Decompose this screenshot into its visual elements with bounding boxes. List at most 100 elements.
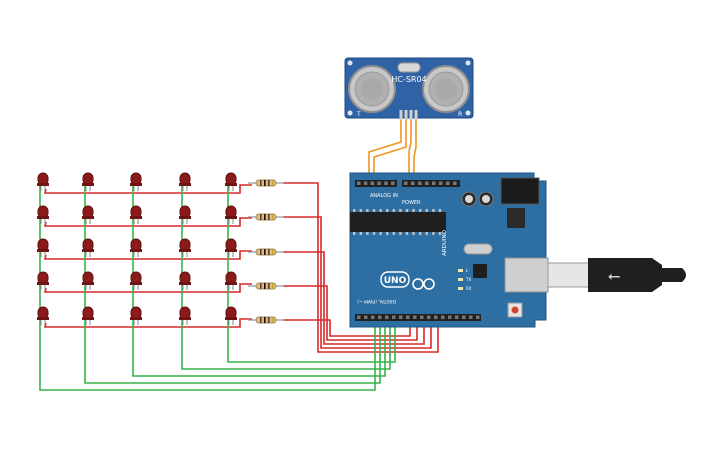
- header-pin-hole[interactable]: [455, 315, 459, 320]
- header-pin-hole[interactable]: [371, 315, 375, 320]
- led[interactable]: [179, 205, 191, 224]
- led[interactable]: [130, 205, 142, 224]
- header-pin-hole[interactable]: [469, 315, 473, 320]
- arduino-pcb: [349, 172, 547, 328]
- sensor-label: HC-SR04: [391, 75, 426, 84]
- header-pin-hole[interactable]: [413, 315, 417, 320]
- led[interactable]: [225, 172, 237, 191]
- header-pin-hole[interactable]: [476, 315, 480, 320]
- header-pin-hole[interactable]: [446, 181, 450, 186]
- resistor-to-pin-wire[interactable]: [283, 251, 425, 345]
- resistor-to-pin-wire[interactable]: [283, 319, 411, 337]
- capacitor-top: [482, 195, 490, 203]
- sensor-pin[interactable]: [414, 110, 418, 120]
- led[interactable]: [82, 172, 94, 191]
- header-pin-hole[interactable]: [448, 315, 452, 320]
- header-pin-hole[interactable]: [441, 315, 445, 320]
- led-base: [82, 216, 94, 219]
- sensor-wire[interactable]: [413, 118, 417, 183]
- column-wire[interactable]: [39, 186, 376, 391]
- header-pin-hole[interactable]: [411, 181, 415, 186]
- header-pin-hole[interactable]: [363, 181, 368, 186]
- header-pin-hole[interactable]: [462, 315, 466, 320]
- sensor-pin[interactable]: [399, 110, 403, 120]
- resistor-band: [264, 249, 266, 255]
- led[interactable]: [225, 306, 237, 325]
- sensor-wire[interactable]: [408, 118, 412, 183]
- header-pin-hole[interactable]: [418, 181, 422, 186]
- led[interactable]: [82, 271, 94, 290]
- header-pin-hole[interactable]: [453, 181, 457, 186]
- resistor[interactable]: [248, 316, 284, 324]
- header-pin-hole[interactable]: [370, 181, 375, 186]
- header-pin-hole[interactable]: [439, 181, 443, 186]
- led[interactable]: [37, 306, 49, 325]
- led[interactable]: [130, 306, 142, 325]
- led[interactable]: [37, 172, 49, 191]
- header-pin-hole[interactable]: [357, 315, 361, 320]
- resistor-to-pin-wire[interactable]: [283, 182, 439, 353]
- header-pin-hole[interactable]: [420, 315, 424, 320]
- header-pin-hole[interactable]: [391, 181, 395, 186]
- led-base: [179, 317, 191, 320]
- header-pin-hole[interactable]: [399, 315, 403, 320]
- led[interactable]: [130, 238, 142, 257]
- header-pin-hole[interactable]: [427, 315, 431, 320]
- led[interactable]: [179, 238, 191, 257]
- resistor-to-pin-wire[interactable]: [283, 216, 432, 349]
- resistor[interactable]: [248, 179, 284, 187]
- header-pin-hole[interactable]: [364, 315, 368, 320]
- led[interactable]: [179, 271, 191, 290]
- header-pin-hole[interactable]: [434, 315, 438, 320]
- sensor-pin[interactable]: [404, 110, 408, 120]
- header-pin-hole[interactable]: [425, 181, 429, 186]
- usb-chip: [473, 264, 487, 278]
- led[interactable]: [37, 238, 49, 257]
- header-pin-hole[interactable]: [377, 181, 381, 186]
- led[interactable]: [130, 271, 142, 290]
- led[interactable]: [82, 238, 94, 257]
- resistor-band: [260, 249, 262, 255]
- header-pin-hole[interactable]: [357, 181, 361, 186]
- receiver-transducer: [422, 65, 470, 113]
- header-pin-hole[interactable]: [406, 315, 410, 320]
- led[interactable]: [130, 172, 142, 191]
- header-pin-hole[interactable]: [378, 315, 382, 320]
- led-base: [130, 183, 142, 186]
- chip-leg: [392, 232, 395, 235]
- led[interactable]: [37, 271, 49, 290]
- sensor-pin[interactable]: [409, 110, 413, 120]
- led[interactable]: [225, 238, 237, 257]
- header-pin-hole[interactable]: [385, 315, 389, 320]
- resistor-band: [272, 283, 274, 289]
- ultrasonic-sensor[interactable]: HC-SR04 T R: [344, 57, 474, 120]
- led[interactable]: [82, 205, 94, 224]
- status-led: [458, 278, 463, 281]
- chip-leg: [419, 232, 422, 235]
- resistor[interactable]: [248, 248, 284, 256]
- led[interactable]: [225, 205, 237, 224]
- resistor-band: [268, 317, 270, 323]
- header-pin-hole[interactable]: [384, 181, 388, 186]
- reset-button-cap[interactable]: [511, 306, 519, 314]
- header-pin-hole[interactable]: [432, 181, 436, 186]
- resistor-to-pin-wire[interactable]: [283, 285, 418, 341]
- resistor[interactable]: [248, 213, 284, 221]
- led-base: [179, 216, 191, 219]
- header-pin-hole[interactable]: [392, 315, 396, 320]
- led[interactable]: [82, 306, 94, 325]
- usb-cable[interactable]: ⭠: [547, 258, 686, 292]
- led[interactable]: [37, 205, 49, 224]
- led[interactable]: [225, 271, 237, 290]
- arduino-uno-board[interactable]: ANALOG IN POWER UNO ARDUINO DIGITAL (PWM…: [349, 172, 549, 328]
- header-pin-hole[interactable]: [404, 181, 408, 186]
- led[interactable]: [179, 172, 191, 191]
- resistor[interactable]: [248, 282, 284, 290]
- row-wire: [43, 217, 252, 227]
- resistor-band: [260, 180, 262, 186]
- sensor-wire[interactable]: [373, 118, 407, 183]
- row-wire: [43, 250, 252, 260]
- resistor-band: [260, 214, 262, 220]
- sensor-wire[interactable]: [368, 118, 402, 183]
- led[interactable]: [179, 306, 191, 325]
